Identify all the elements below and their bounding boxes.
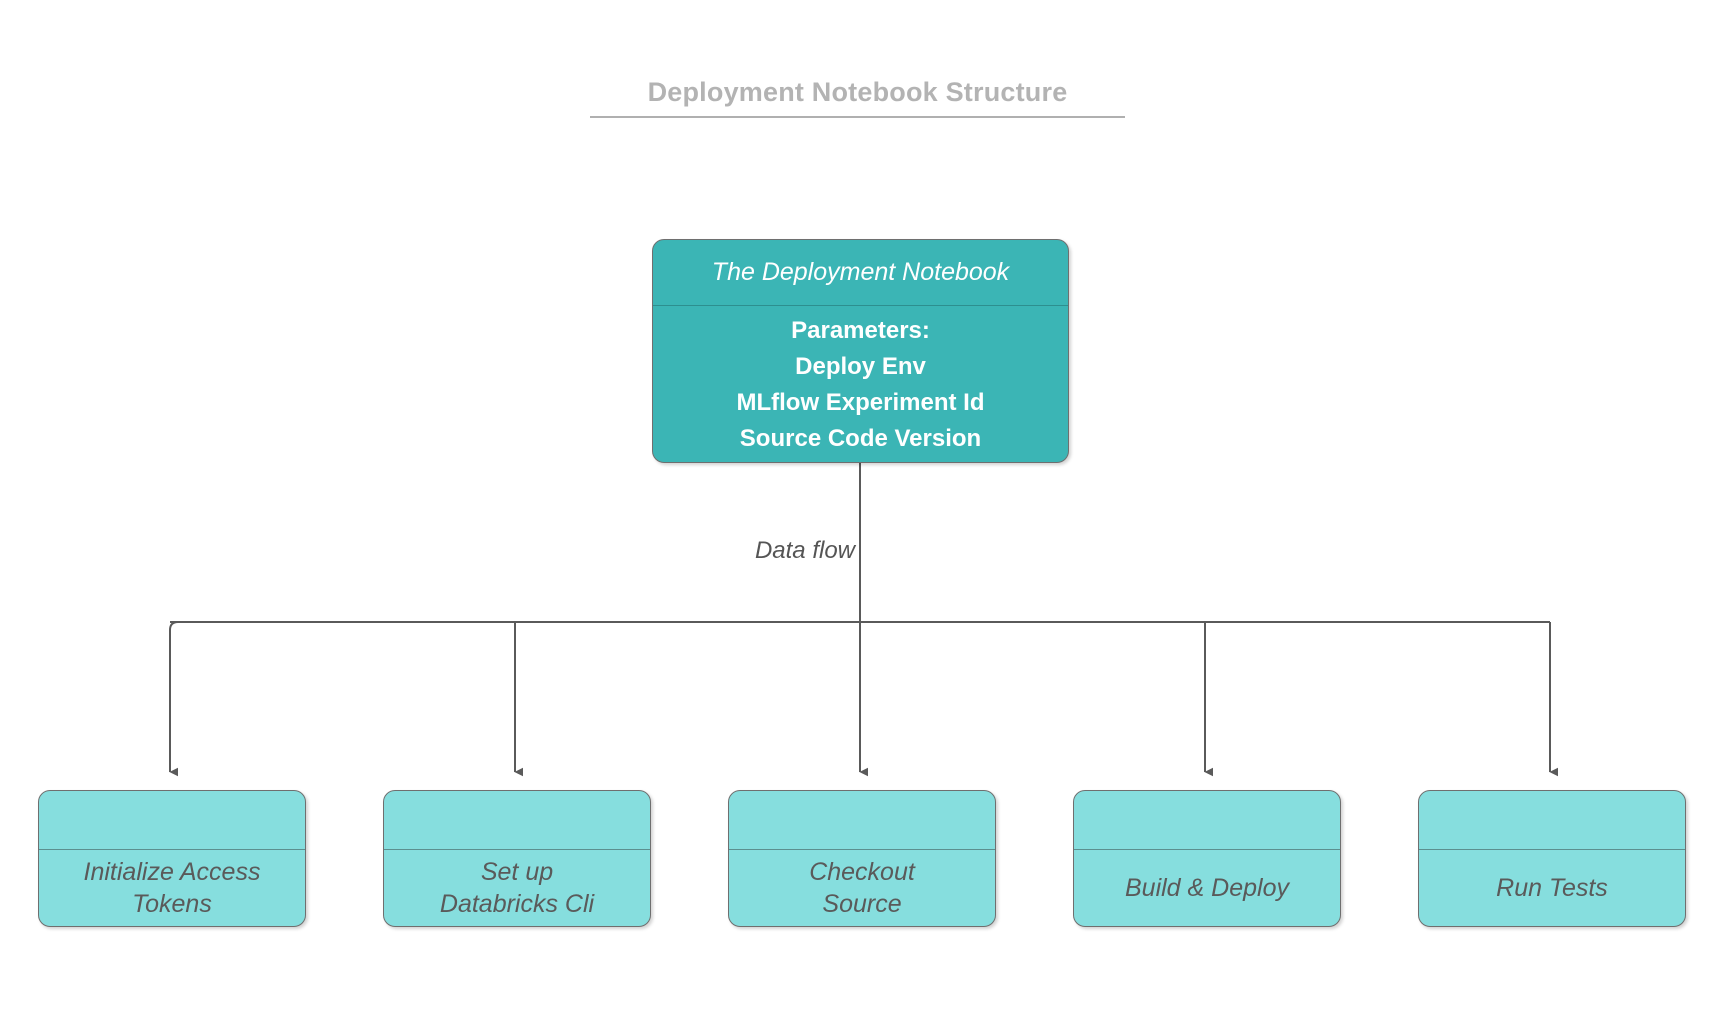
node-build-and-deploy[interactable]: Build & Deploy — [1073, 790, 1341, 927]
node-label: Build & Deploy — [1125, 874, 1289, 902]
edge-branch-1 — [169, 621, 179, 777]
node-deployment-notebook[interactable]: The Deployment Notebook Parameters: Depl… — [652, 239, 1069, 463]
node-header-title: The Deployment Notebook — [653, 240, 1068, 306]
title-divider — [590, 116, 1125, 118]
node-header-band — [384, 791, 650, 850]
node-header-band — [729, 791, 995, 850]
parameter-line: Source Code Version — [739, 425, 982, 452]
parameter-line: Parameters: — [791, 317, 930, 344]
node-header-band — [1419, 791, 1685, 850]
node-label: Run Tests — [1496, 874, 1608, 902]
edge-label-data-flow: Data flow — [754, 537, 855, 564]
parameter-line: MLflow Experiment Id — [736, 389, 985, 416]
node-header-band — [1074, 791, 1340, 850]
node-run-tests[interactable]: Run Tests — [1418, 790, 1686, 927]
node-header-band — [39, 791, 305, 850]
parameter-line: Deploy Env — [795, 353, 926, 380]
page-title: Deployment Notebook Structure — [647, 77, 1068, 107]
node-body-parameters: Parameters: Deploy Env MLflow Experiment… — [653, 306, 1068, 462]
